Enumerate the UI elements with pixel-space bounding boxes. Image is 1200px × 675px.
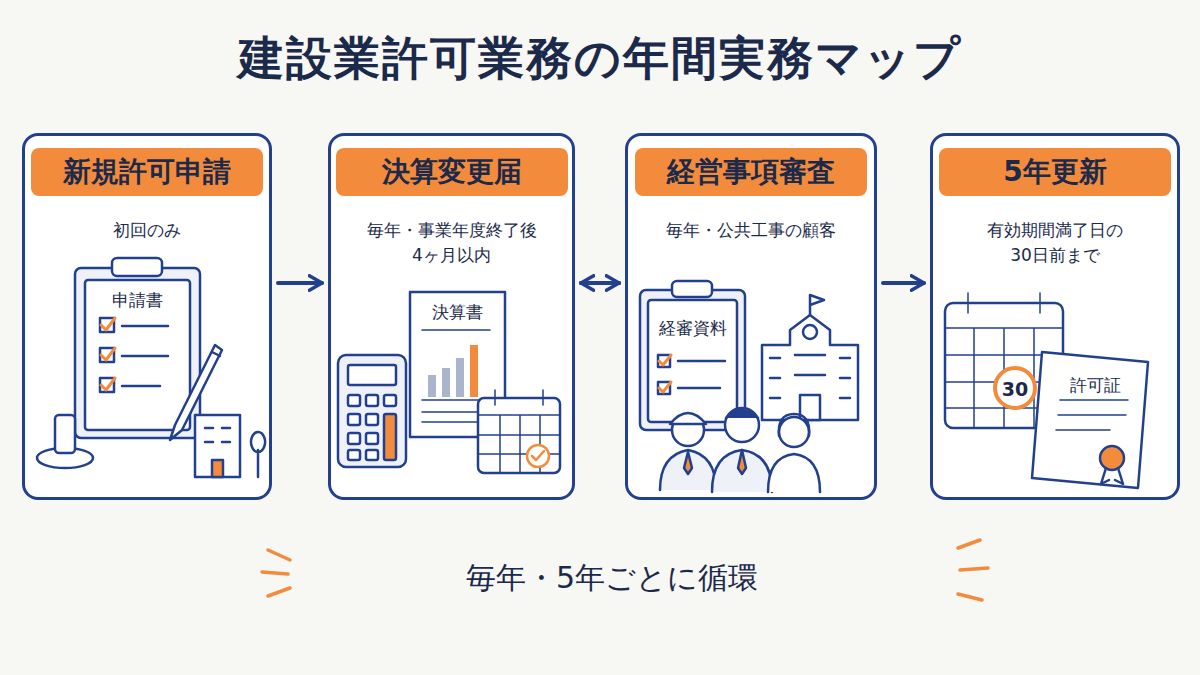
step-note: 有効期間満了日の 30日前まで [933,218,1177,267]
illustration-label: 経審資料 [659,317,727,340]
illustration-label: 申請書 [112,289,163,312]
step-heading: 決算変更届 [336,148,568,196]
cycle-label: 毎年・5年ごとに循環 [460,558,764,599]
flow-arrow [883,281,924,285]
step-box: 新規許可申請初回のみ [22,133,272,500]
step-box: 5年更新有効期間満了日の 30日前まで [930,133,1180,500]
diagram-title: 建設業許可業務の年間実務マップ [0,28,1200,90]
illustration-label: 許可証 [1070,374,1121,397]
step-note: 初回のみ [25,218,269,243]
cycle-arrow [581,281,619,285]
step-heading: 新規許可申請 [31,148,263,196]
step-heading: 経営事項審査 [635,148,867,196]
step-note: 毎年・事業年度終了後 4ヶ月以内 [331,218,572,267]
flow-arrow [278,281,322,285]
step-box: 経営事項審査毎年・公共工事の顧客 [625,133,877,500]
flow-arrow [581,281,619,285]
step-note: 毎年・公共工事の顧客 [628,218,874,243]
step-heading: 5年更新 [939,148,1171,196]
illustration-label: 決算書 [432,301,483,324]
calendar-number: 30 [1002,378,1028,400]
